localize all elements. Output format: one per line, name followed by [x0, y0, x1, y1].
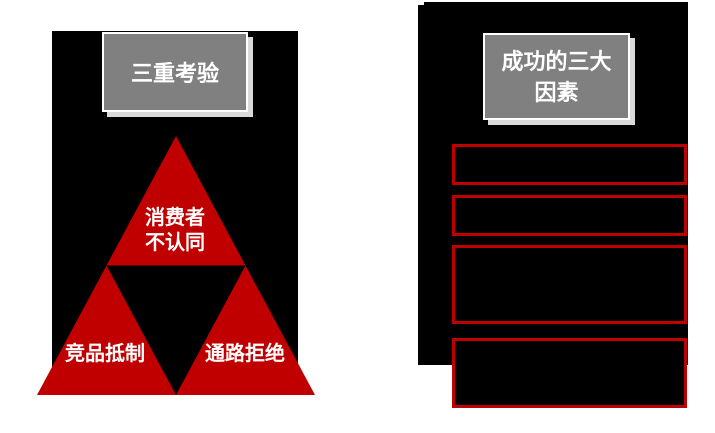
inner-black-triangle-shape	[106, 265, 246, 395]
factor-box-1	[452, 144, 687, 185]
factor-box-2	[452, 195, 687, 236]
right-header-box: 成功的三大 因素	[483, 33, 630, 120]
right-header-text-line1: 成功的三大	[501, 48, 612, 74]
left-header-box: 三重考验	[102, 32, 248, 112]
factor-box-3	[452, 245, 687, 324]
factor-box-4	[452, 338, 687, 408]
panel-top-notch-artifact	[418, 0, 424, 5]
right-header-text-line2: 因素	[534, 79, 579, 105]
left-header-text: 三重考验	[130, 61, 219, 86]
triforce-triangle	[37, 136, 315, 395]
